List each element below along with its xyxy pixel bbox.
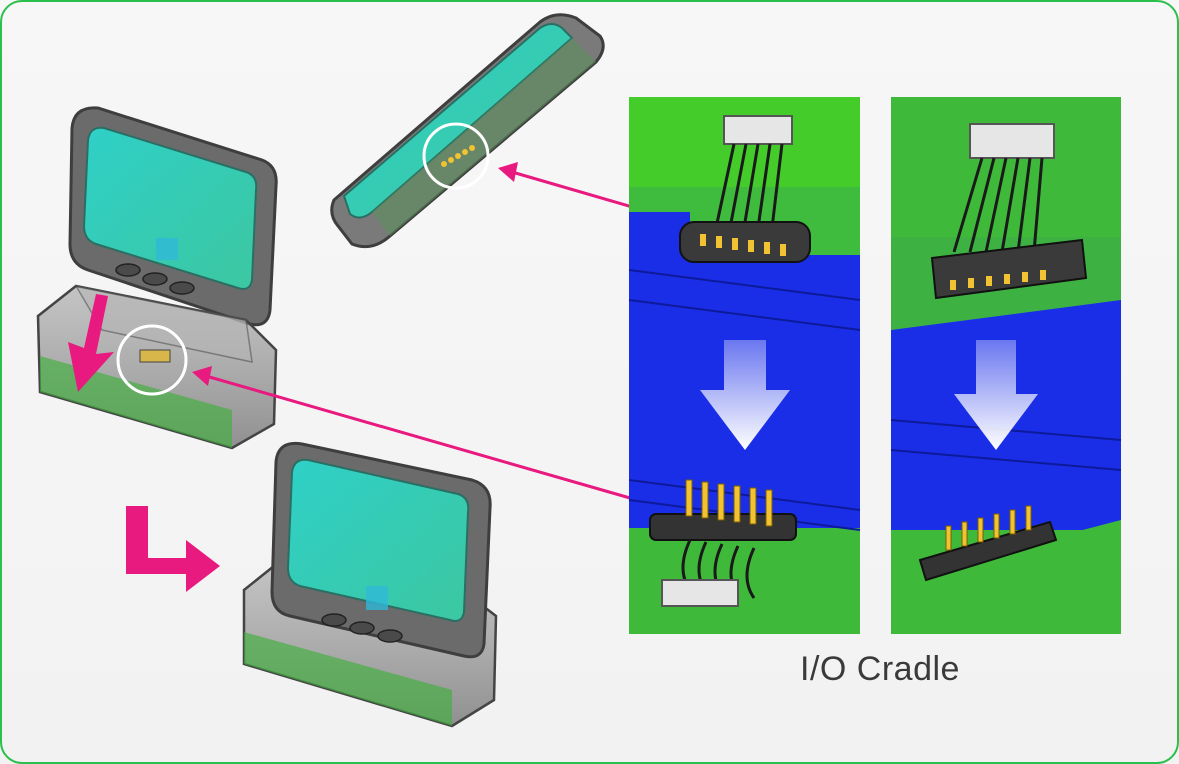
curved-arrow-icon <box>126 506 220 592</box>
pogo-contacts <box>441 145 475 167</box>
device-lifted <box>68 106 278 327</box>
device-flipped <box>330 13 605 249</box>
device-docked <box>270 441 492 659</box>
down-arrow-icon <box>700 340 790 450</box>
highlight-circle-icon <box>422 122 490 190</box>
caption-label: I/O Cradle <box>800 650 960 688</box>
pcb-panel-right <box>890 97 1122 634</box>
down-arrow-icon <box>954 340 1038 450</box>
pcb-panel-left <box>628 97 861 634</box>
highlight-circle-icon <box>116 324 188 396</box>
down-arrow-icon <box>68 294 114 392</box>
